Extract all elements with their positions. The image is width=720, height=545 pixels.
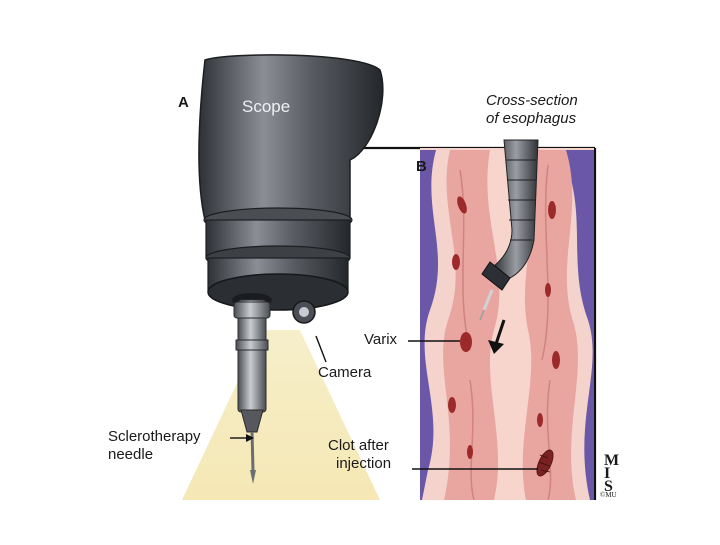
panel-a-label: A (178, 94, 189, 112)
credit-logo: MIS (604, 454, 618, 493)
clot-label-line1: Clot after (328, 437, 389, 455)
cross-section-label-line1: Cross-section (486, 92, 578, 110)
scope-body (199, 55, 383, 323)
cross-section-label-line2: of esophagus (486, 110, 576, 128)
clot-label-line2: injection (336, 455, 391, 473)
varix-label: Varix (364, 331, 397, 349)
varix-spot (460, 332, 472, 352)
needle-label-line1: Sclerotherapy (108, 428, 201, 446)
panel-b-label: B (416, 158, 427, 176)
light-beam (182, 330, 380, 500)
camera-label: Camera (318, 364, 371, 382)
credit-small: ©MU (600, 491, 617, 499)
esophagus-cross-section (420, 148, 594, 500)
needle-label-line2: needle (108, 446, 153, 464)
scope-label: Scope (242, 98, 290, 116)
